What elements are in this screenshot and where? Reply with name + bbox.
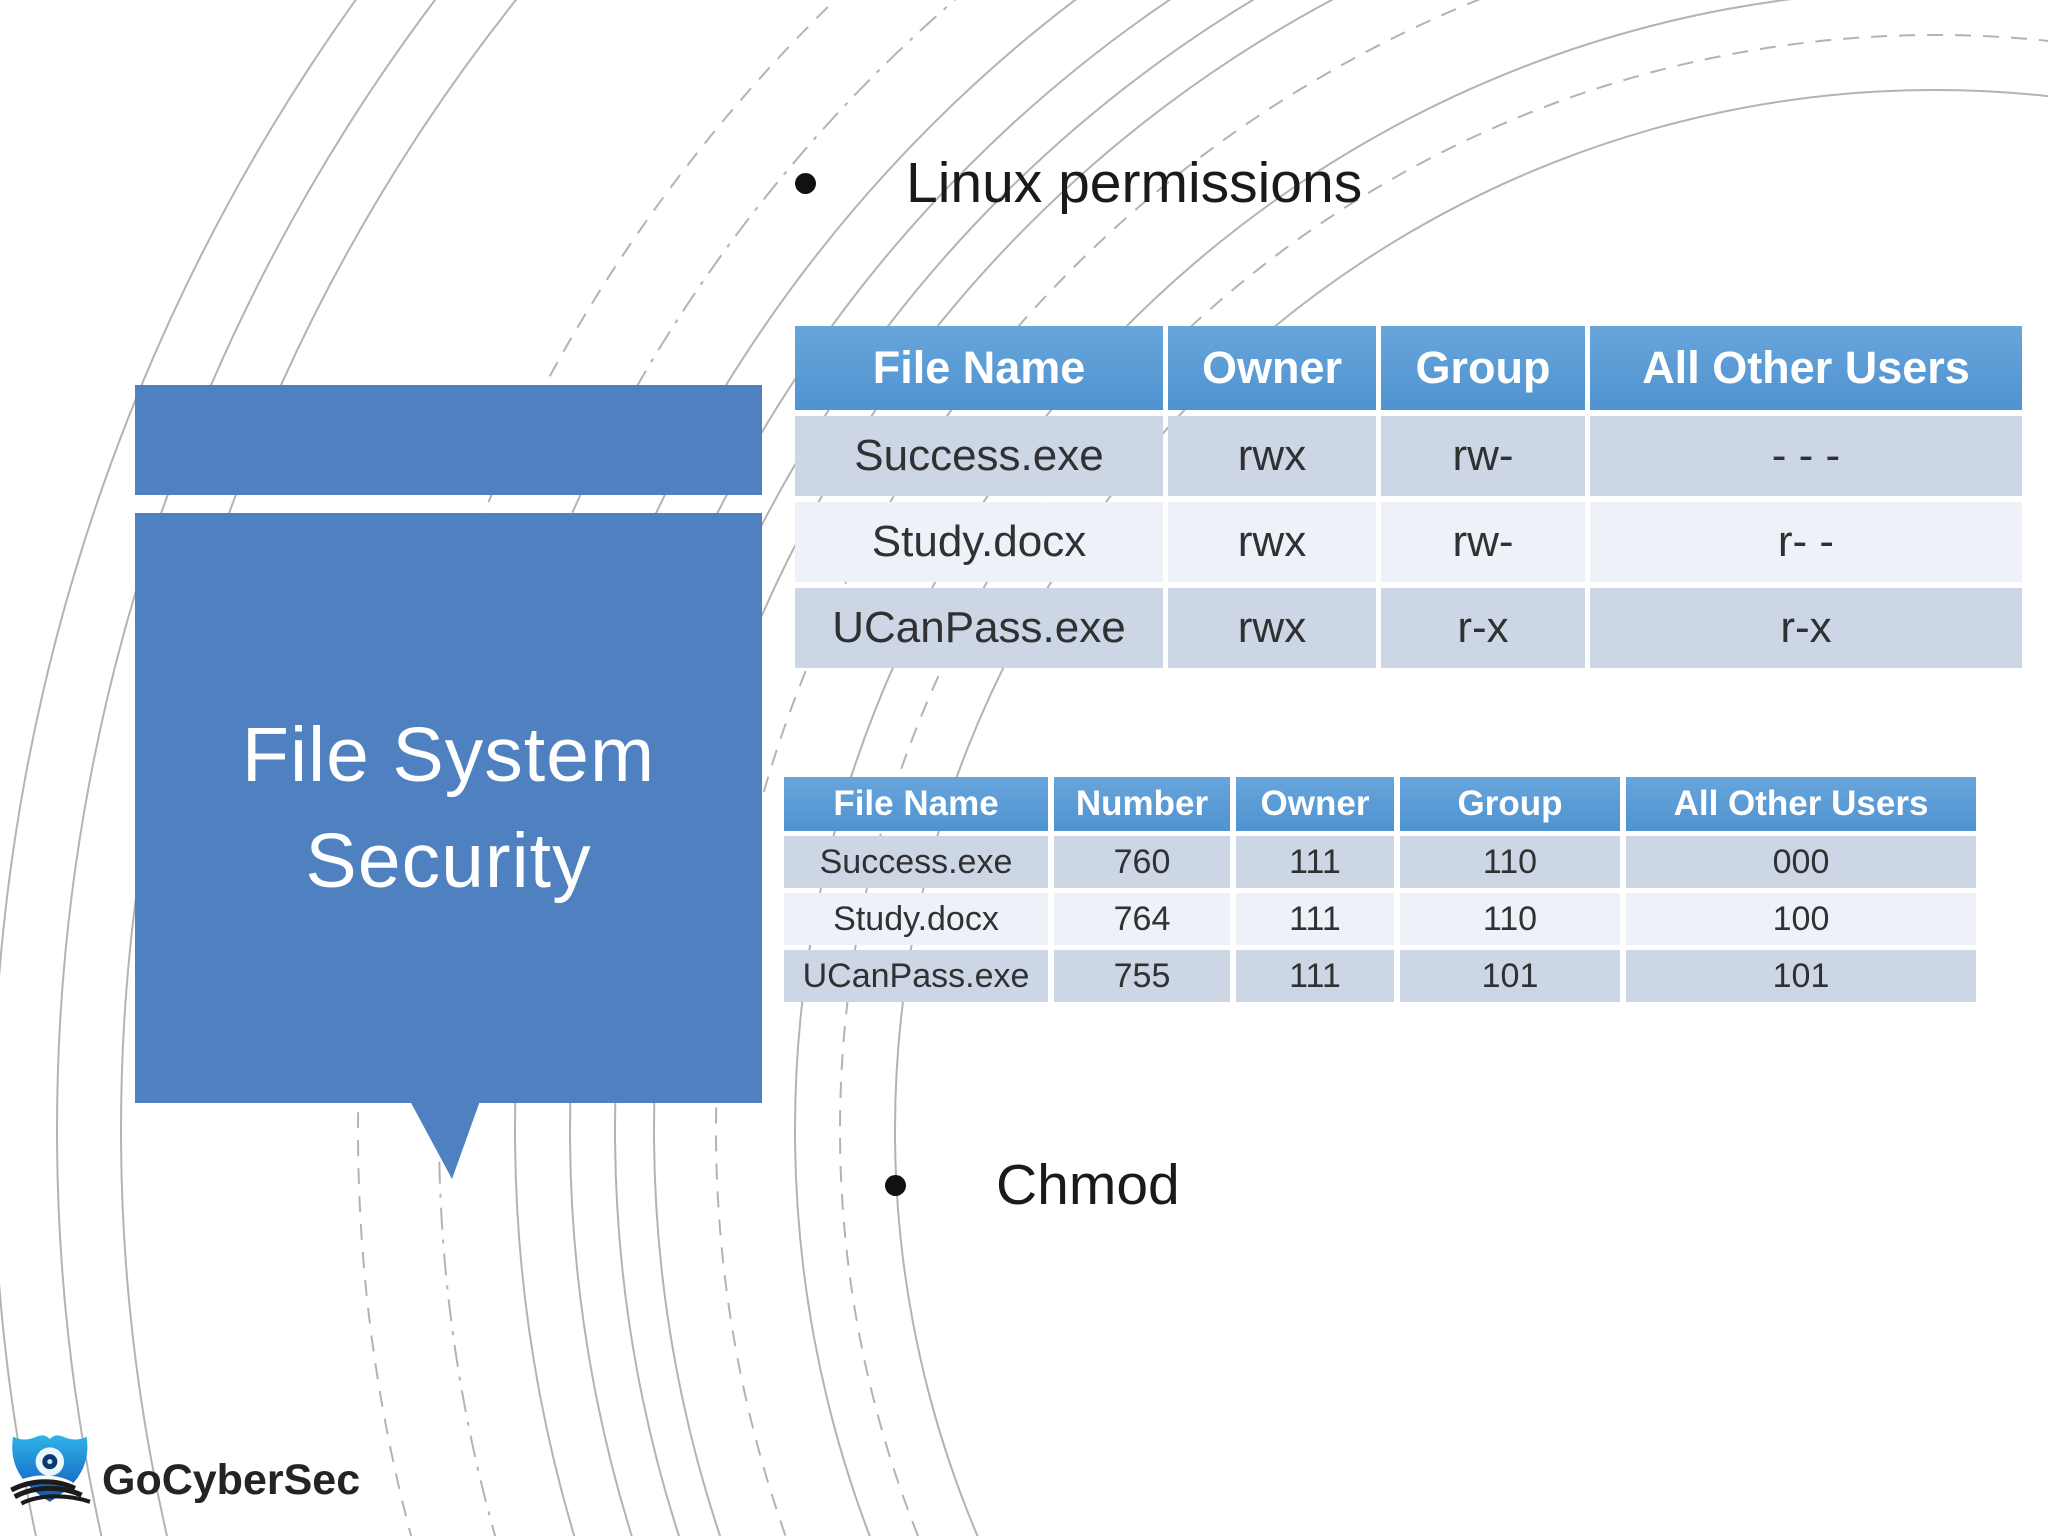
bullet-icon: [795, 172, 816, 194]
logo-text: GoCyberSec: [102, 1455, 361, 1504]
table-cell: Study.docx: [784, 893, 1048, 945]
column-header: All Other Users: [1626, 777, 1976, 831]
table-cell: Study.docx: [795, 502, 1163, 582]
table-cell: r-x: [1590, 588, 2022, 668]
table-cell: UCanPass.exe: [795, 588, 1163, 668]
table-cell: 101: [1400, 950, 1620, 1002]
table-cell: 111: [1236, 950, 1394, 1002]
column-header: Owner: [1236, 777, 1394, 831]
table-cell: 110: [1400, 893, 1620, 945]
column-header: File Name: [784, 777, 1048, 831]
table-cell: 760: [1054, 836, 1230, 888]
gocybersec-logo: GoCyberSec: [8, 1424, 360, 1516]
table-cell: 111: [1236, 893, 1394, 945]
page-title: File System Security: [242, 702, 655, 915]
table-cell: r-x: [1381, 588, 1585, 668]
table-cell: 100: [1626, 893, 1976, 945]
table-cell: - - -: [1590, 416, 2022, 496]
page-title-line2: Security: [305, 818, 592, 904]
table-cell: UCanPass.exe: [784, 950, 1048, 1002]
column-header: All Other Users: [1590, 326, 2022, 410]
table-cell: 111: [1236, 836, 1394, 888]
table-cell: rwx: [1168, 416, 1376, 496]
gocybersec-shield-icon: [10, 1435, 91, 1506]
title-callout-tail: [410, 1101, 480, 1179]
page-title-line1: File System: [241, 711, 656, 798]
column-header: Group: [1381, 326, 1585, 410]
table-cell: 000: [1626, 836, 1976, 888]
bullet-linux-permissions: Linux permissions: [795, 150, 1362, 216]
title-callout: File System Security: [135, 513, 762, 1103]
column-header: Group: [1400, 777, 1620, 831]
bullet-icon: [885, 1174, 906, 1196]
bullet-chmod-label: Chmod: [996, 1153, 1180, 1217]
table-cell: rw-: [1381, 416, 1585, 496]
table-cell: rwx: [1168, 588, 1376, 668]
table-cell: Success.exe: [784, 836, 1048, 888]
column-header: Owner: [1168, 326, 1376, 410]
title-callout-top-bar: [135, 385, 762, 495]
table-cell: rw-: [1381, 502, 1585, 582]
table-cell: rwx: [1168, 502, 1376, 582]
table-cell: 101: [1626, 950, 1976, 1002]
table-cell: 764: [1054, 893, 1230, 945]
table-cell: Success.exe: [795, 416, 1163, 496]
column-header: File Name: [795, 326, 1163, 410]
table-cell: 755: [1054, 950, 1230, 1002]
bullet-linux-permissions-label: Linux permissions: [906, 151, 1363, 215]
table-cell: 110: [1400, 836, 1620, 888]
table-cell: r- -: [1590, 502, 2022, 582]
column-header: Number: [1054, 777, 1230, 831]
bullet-chmod: Chmod: [885, 1152, 1180, 1218]
